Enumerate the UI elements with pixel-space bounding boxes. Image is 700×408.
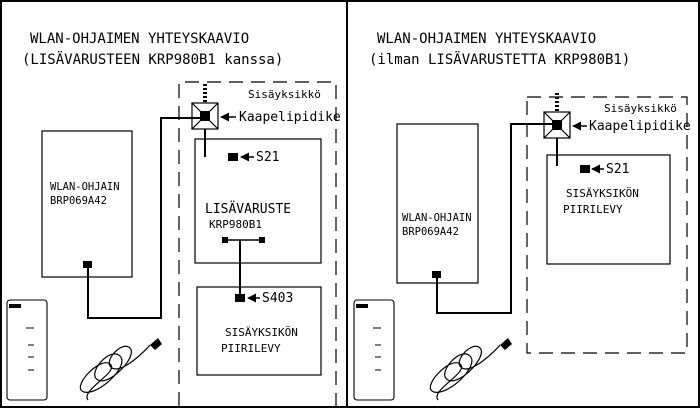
pcb-label-line2: PIIRILEVY bbox=[563, 203, 623, 216]
wlan-connector bbox=[83, 261, 92, 268]
cable-holder-icon bbox=[543, 93, 571, 139]
wlan-adapter-device-icon bbox=[353, 299, 395, 401]
pcb-label-line1: SISÄYKSIKÖN bbox=[225, 326, 298, 339]
panel-title-line2: (LISÄVARUSTEEN KRP980B1 kanssa) bbox=[22, 50, 283, 68]
accessory-name: LISÄVARUSTE bbox=[205, 201, 291, 217]
s403-label: S403 bbox=[262, 291, 293, 306]
wlan-adapter-device-icon bbox=[6, 299, 48, 401]
s21-connector bbox=[580, 165, 590, 173]
cable-holder-label: Kaapelipidike bbox=[239, 110, 341, 125]
cable-holder-label: Kaapelipidike bbox=[589, 119, 691, 134]
pcb-label-line2: PIIRILEVY bbox=[221, 342, 281, 355]
indoor-unit-label: Sisäyksikkö bbox=[248, 88, 321, 101]
wlan-controller-box bbox=[396, 123, 479, 284]
s21-label: S21 bbox=[606, 162, 629, 177]
accessory-connector-right bbox=[259, 237, 265, 243]
cable-holder-icon bbox=[191, 84, 219, 130]
s403-connector bbox=[235, 294, 245, 302]
indoor-unit-boundary bbox=[526, 96, 688, 354]
panel-title-line1: WLAN-OHJAIMEN YHTEYSKAAVIO bbox=[377, 31, 596, 47]
panel-title-line1: WLAN-OHJAIMEN YHTEYSKAAVIO bbox=[30, 31, 249, 47]
indoor-pcb-box bbox=[546, 154, 671, 265]
panel-without-accessory: WLAN-OHJAIMEN YHTEYSKAAVIO (ilman LISÄVA… bbox=[353, 31, 691, 401]
wlan-controller-model: BRP069A42 bbox=[402, 226, 459, 238]
coiled-cable-icon bbox=[79, 338, 162, 401]
indoor-pcb-box bbox=[196, 286, 322, 376]
s21-connector bbox=[228, 153, 238, 161]
coiled-cable-icon bbox=[429, 338, 512, 401]
accessory-connector-left bbox=[222, 237, 228, 243]
wlan-cable bbox=[87, 117, 200, 319]
s21-label: S21 bbox=[256, 150, 279, 165]
accessory-model: KRP980B1 bbox=[209, 218, 262, 231]
wlan-controller-name: WLAN-OHJAIN bbox=[50, 181, 120, 193]
indoor-unit-boundary bbox=[178, 81, 337, 406]
wlan-connector bbox=[432, 271, 441, 278]
wlan-controller-name: WLAN-OHJAIN bbox=[402, 212, 472, 224]
panel-with-accessory: WLAN-OHJAIMEN YHTEYSKAAVIO (LISÄVARUSTEE… bbox=[6, 31, 341, 406]
pcb-label-line1: SISÄYKSIKÖN bbox=[566, 187, 639, 200]
indoor-unit-label: Sisäyksikkö bbox=[604, 102, 677, 115]
wlan-cable bbox=[436, 123, 555, 314]
accessory-box bbox=[194, 138, 322, 264]
panel-title-line2: (ilman LISÄVARUSTETTA KRP980B1) bbox=[369, 50, 630, 68]
wlan-controller-model: BRP069A42 bbox=[50, 195, 107, 207]
